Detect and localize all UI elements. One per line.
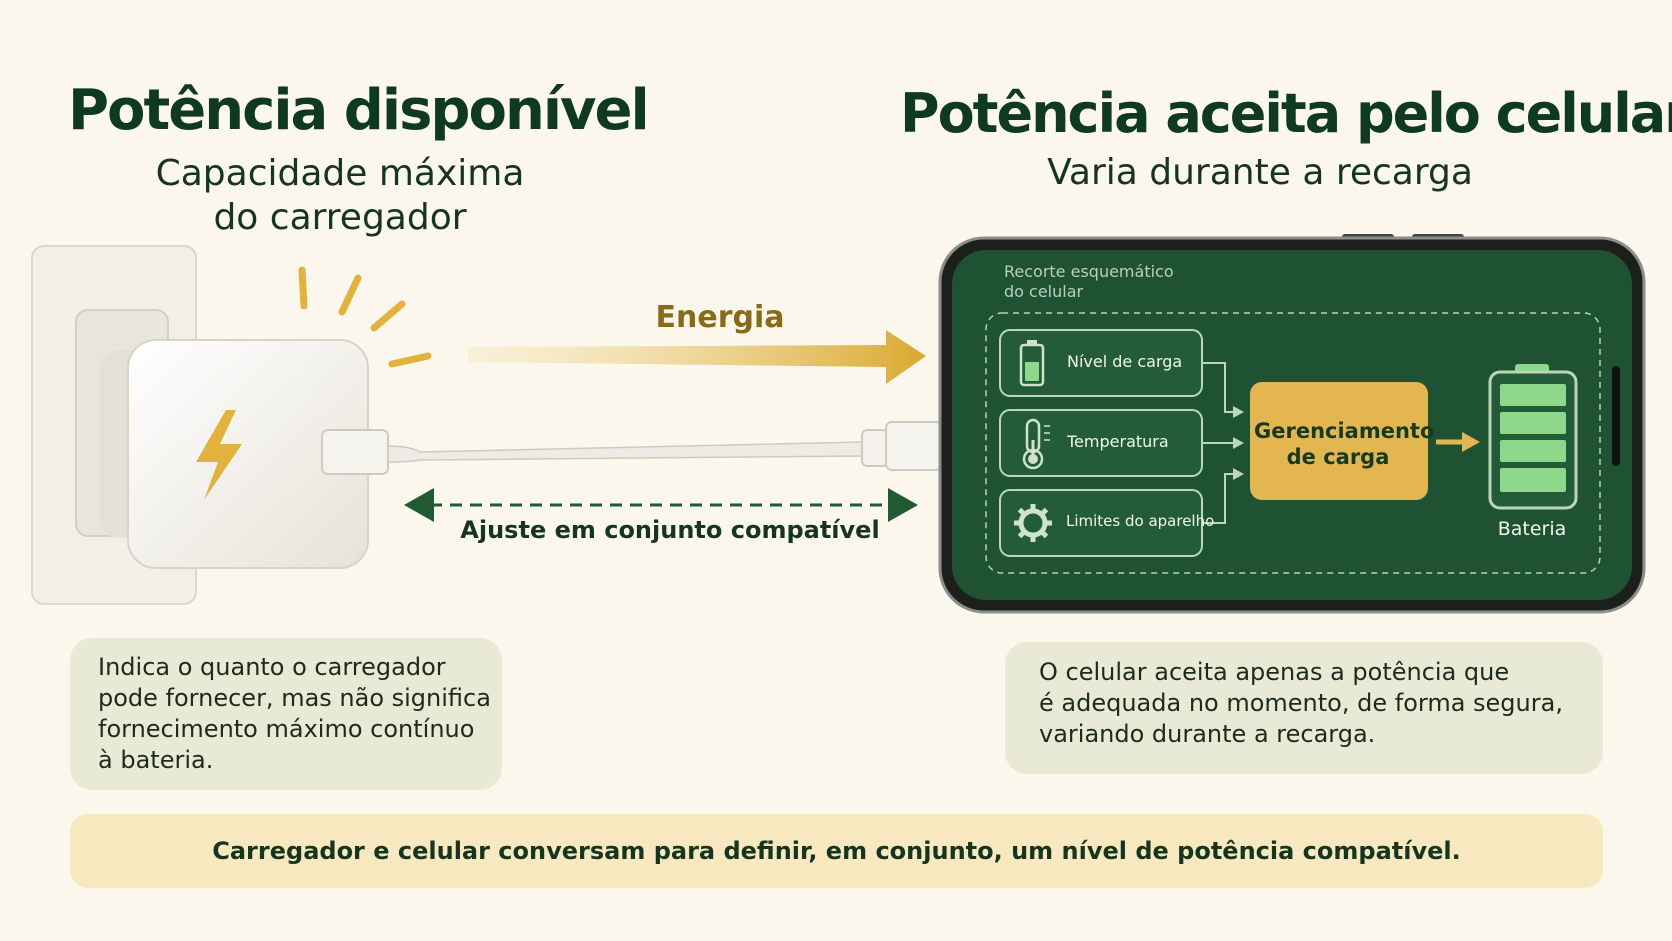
energy-label: Energia bbox=[655, 300, 785, 335]
right-subtitle: Varia durante a recarga bbox=[1047, 152, 1473, 193]
left-subtitle-line2: do carregador bbox=[213, 197, 467, 238]
right-note-line: é adequada no momento, de forma segura, bbox=[1039, 689, 1563, 717]
battery-graphic bbox=[1488, 364, 1578, 510]
management-label-line2: de carga bbox=[1286, 445, 1390, 469]
left-subtitle: Capacidade máxima do carregador bbox=[140, 152, 540, 240]
factor-connectors bbox=[1202, 362, 1234, 524]
glow-rays bbox=[298, 266, 432, 368]
adjust-arrow bbox=[404, 488, 918, 522]
management-label: Gerenciamento de carga bbox=[1254, 418, 1435, 470]
battery-label: Bateria bbox=[1497, 518, 1567, 540]
usb-cable bbox=[321, 421, 943, 475]
screen-caption-line2: do celular bbox=[1004, 282, 1084, 301]
adjust-label: Ajuste em conjunto compatível bbox=[460, 516, 880, 544]
management-box bbox=[1250, 382, 1428, 500]
factor-label-temperature: Temperatura bbox=[1067, 432, 1169, 451]
charger bbox=[100, 339, 369, 569]
left-note-line: fornecimento máximo contínuo bbox=[98, 715, 475, 743]
phone bbox=[938, 234, 1646, 614]
left-note-line: Indica o quanto o carregador bbox=[98, 653, 446, 681]
factor-label-charge: Nível de carga bbox=[1067, 352, 1183, 371]
connector-arrowheads bbox=[1233, 406, 1244, 480]
factor-label-limits: Limites do aparelho bbox=[1066, 512, 1215, 530]
right-note-line: variando durante a recarga. bbox=[1039, 720, 1376, 748]
thermometer-icon bbox=[1022, 418, 1050, 470]
left-note-line: pode fornecer, mas não significa bbox=[98, 684, 491, 712]
left-note-card: Indica o quanto o carregador pode fornec… bbox=[70, 638, 502, 790]
right-note-line: O celular aceita apenas a potência que bbox=[1039, 658, 1510, 686]
management-to-battery-arrow bbox=[1436, 432, 1480, 452]
lightning-bolt-icon bbox=[196, 410, 242, 500]
right-note-card: O celular aceita apenas a potência que é… bbox=[1005, 642, 1603, 774]
screen-caption-line1: Recorte esquemático bbox=[1004, 262, 1174, 281]
footer-banner: Carregador e celular conversam para defi… bbox=[70, 814, 1603, 888]
battery-icon bbox=[1019, 340, 1045, 387]
phone-screen-caption: Recorte esquemático do celular bbox=[1004, 262, 1204, 302]
left-title: Potência disponível bbox=[68, 78, 650, 143]
gear-icon bbox=[1014, 504, 1052, 542]
management-label-line1: Gerenciamento bbox=[1254, 419, 1435, 443]
left-note-line: à bateria. bbox=[98, 746, 214, 774]
left-subtitle-line1: Capacidade máxima bbox=[155, 153, 525, 194]
energy-arrow bbox=[468, 330, 926, 384]
right-title: Potência aceita pelo celular bbox=[900, 82, 1672, 145]
